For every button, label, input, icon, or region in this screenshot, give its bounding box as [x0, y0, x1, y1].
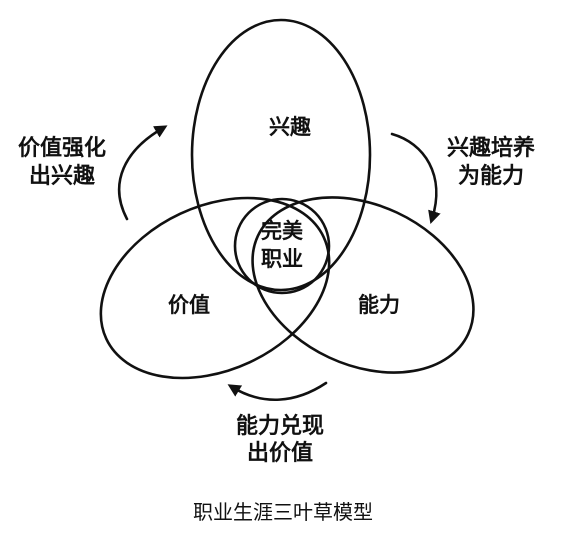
interest-label: 兴趣: [269, 115, 312, 139]
center-label-line1: 完美: [261, 219, 303, 243]
ability-ellipse: [251, 196, 475, 374]
interest-to-ability-arrow: [390, 132, 441, 224]
ability-label: 能力: [358, 293, 400, 317]
value-to-interest-arrow: [117, 125, 168, 221]
ability-to-value-label-line2: 出价值: [247, 440, 313, 466]
interest-ellipse: [190, 18, 372, 292]
interest-to-ability-label-line1: 兴趣培养: [447, 135, 535, 161]
diagram-caption: 职业生涯三叶草模型: [193, 500, 373, 524]
value-to-interest-label-line2: 出兴趣: [29, 163, 95, 189]
interest-to-ability-label-line2: 为能力: [458, 163, 524, 189]
center-label-line2: 职业: [261, 247, 303, 271]
ability-to-value-label-line1: 能力兑现: [236, 413, 324, 439]
center-circle: [233, 197, 331, 295]
value-label: 价值: [168, 293, 210, 317]
ability-to-value-arrow: [227, 381, 328, 402]
value-ellipse: [99, 196, 331, 380]
value-to-interest-label-line1: 价值强化: [18, 135, 106, 161]
